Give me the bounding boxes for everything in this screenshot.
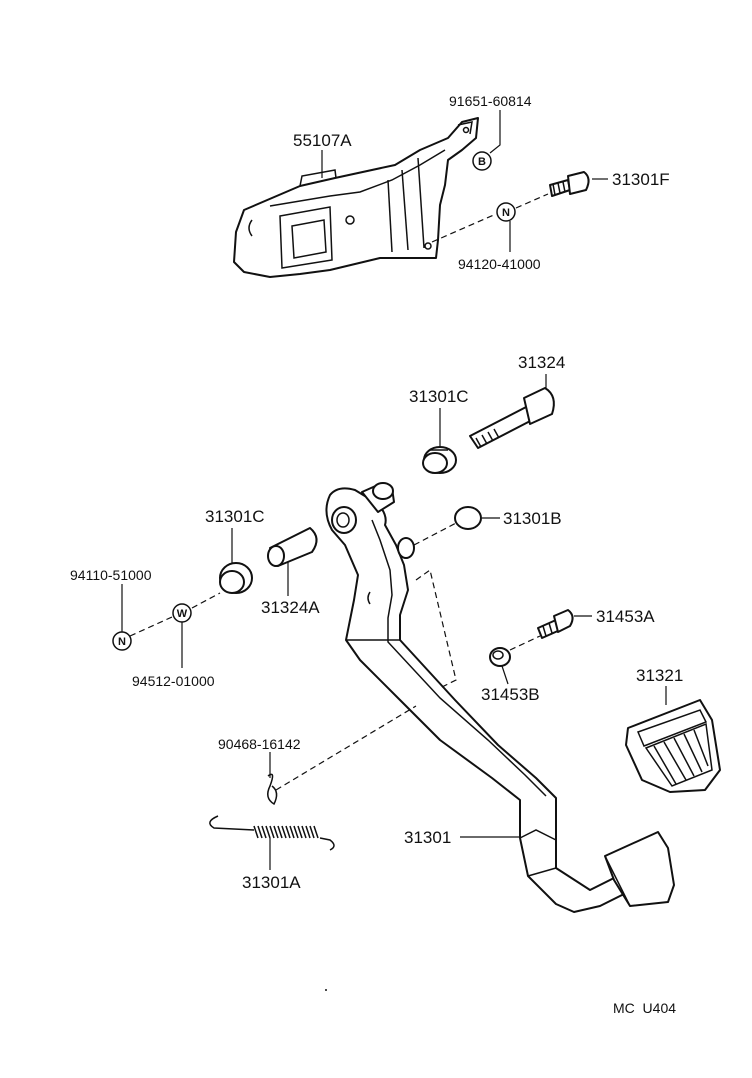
marker-b: B xyxy=(472,151,492,171)
bolt-31301f xyxy=(549,171,590,197)
collar-31324a xyxy=(267,527,318,567)
label-31453a: 31453A xyxy=(596,607,655,626)
label-31321: 31321 xyxy=(636,666,683,685)
label-91651: 91651-60814 xyxy=(449,93,532,109)
marker-n-top-text: N xyxy=(502,207,510,219)
assembly-lines xyxy=(129,193,549,791)
label-90468: 90468-16142 xyxy=(218,736,301,752)
label-31301a: 31301A xyxy=(242,873,301,892)
label-94512: 94512-01000 xyxy=(132,673,215,689)
label-31301c-left: 31301C xyxy=(205,507,265,526)
marker-w: W xyxy=(172,603,192,623)
spring-31301a xyxy=(209,815,335,851)
bushing-31301c-top xyxy=(422,446,457,474)
pedal-pad xyxy=(604,831,675,907)
marker-n-left: N xyxy=(112,631,132,651)
label-31324: 31324 xyxy=(518,353,565,372)
label-31301c-top: 31301C xyxy=(409,387,469,406)
bracket-55107a xyxy=(233,117,479,278)
bolt-31324 xyxy=(469,387,555,449)
label-94110: 94110-51000 xyxy=(70,567,152,583)
clip-90468 xyxy=(267,773,278,806)
label-31301f: 31301F xyxy=(612,170,670,189)
bushing-31301c-left xyxy=(219,562,253,594)
pivot-shaft xyxy=(361,482,415,559)
diagram-code: MC U404 xyxy=(613,1000,676,1016)
label-31301: 31301 xyxy=(404,828,451,847)
bolt-31453a xyxy=(537,609,574,639)
speck xyxy=(325,989,327,991)
stopper-31301b xyxy=(454,506,482,530)
nut-31453b xyxy=(489,647,511,667)
label-31453b: 31453B xyxy=(481,685,540,704)
marker-n-left-text: N xyxy=(118,636,126,648)
label-94120: 94120-41000 xyxy=(458,256,541,272)
pedal-pad-cover-31321 xyxy=(625,699,721,793)
label-31324a: 31324A xyxy=(261,598,320,617)
marker-n-top: N xyxy=(496,202,516,222)
pedal-arm-31301 xyxy=(325,487,629,913)
marker-w-text: W xyxy=(177,608,188,620)
label-31301b: 31301B xyxy=(503,509,562,528)
part-labels: 91651-60814 55107A 31301F 94120-41000 31… xyxy=(70,93,683,892)
marker-b-text: B xyxy=(478,156,486,168)
leader-lines xyxy=(121,110,667,870)
label-55107a: 55107A xyxy=(293,131,352,150)
